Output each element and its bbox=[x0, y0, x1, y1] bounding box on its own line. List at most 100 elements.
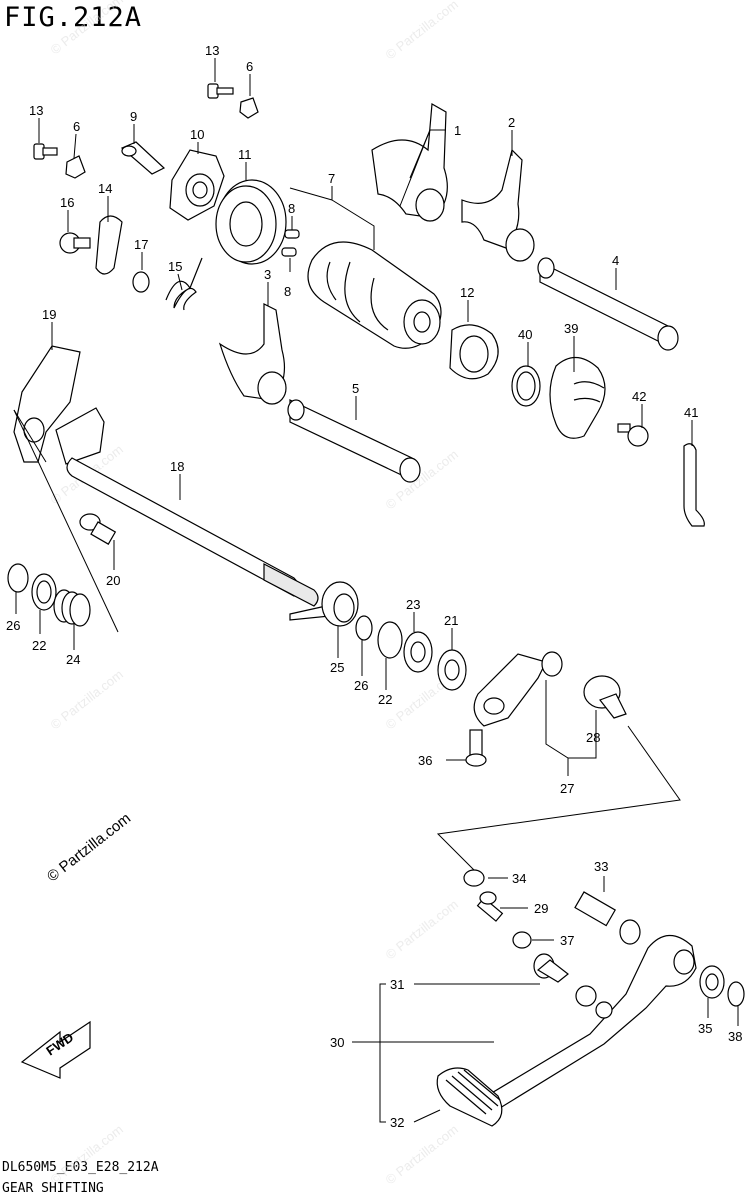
callout-7: 7 bbox=[328, 171, 335, 186]
watermark-ghost: © Partzilla.com bbox=[48, 667, 126, 733]
snapring-26-left bbox=[7, 563, 29, 593]
shift-fork-1 bbox=[371, 103, 448, 222]
callout-20: 20 bbox=[106, 573, 120, 588]
pivot-bolt-33 bbox=[574, 891, 641, 945]
joint-28 bbox=[583, 675, 627, 719]
plate-6-left bbox=[65, 155, 86, 179]
bearing-11 bbox=[215, 179, 287, 265]
watermark-ghost: © Partzilla.com bbox=[48, 1122, 126, 1188]
callout-14: 14 bbox=[98, 181, 112, 196]
bolt-13-left bbox=[33, 143, 58, 160]
callout-22: 22 bbox=[378, 692, 392, 707]
return-spring-25 bbox=[289, 581, 359, 627]
callout-42: 42 bbox=[632, 389, 646, 404]
shift-fork-2 bbox=[461, 148, 535, 262]
callout-24: 24 bbox=[66, 652, 80, 667]
footer-code: DL650M5_E03_E28_212A bbox=[2, 1160, 159, 1175]
callout-21: 21 bbox=[444, 613, 458, 628]
washer-22-left-inner bbox=[36, 580, 52, 604]
callout-1: 1 bbox=[454, 123, 461, 138]
link-rod-27 bbox=[473, 651, 563, 727]
callout-30: 30 bbox=[330, 1035, 344, 1050]
spring-15 bbox=[165, 257, 203, 311]
callout-32: 32 bbox=[390, 1115, 404, 1130]
pin-9 bbox=[120, 141, 166, 175]
callout-26: 26 bbox=[6, 618, 20, 633]
washer-21-inner bbox=[444, 659, 460, 681]
callout-27: 27 bbox=[560, 781, 574, 796]
fwd-arrow-icon: FWD bbox=[20, 1020, 91, 1079]
callout-11: 11 bbox=[238, 147, 252, 162]
callout-35: 35 bbox=[698, 1021, 712, 1036]
fork-shaft-4 bbox=[537, 257, 679, 351]
callout-13: 13 bbox=[205, 43, 219, 58]
shift-arm-19 bbox=[13, 345, 105, 465]
callout-26: 26 bbox=[354, 678, 368, 693]
callout-40: 40 bbox=[518, 327, 532, 342]
watermark-ghost: © Partzilla.com bbox=[383, 0, 461, 62]
watermark-ghost: © Partzilla.com bbox=[383, 897, 461, 963]
bearing-23 bbox=[403, 631, 433, 673]
washer-22 bbox=[377, 621, 403, 659]
shift-shaft-18 bbox=[66, 457, 319, 607]
callout-2: 2 bbox=[508, 115, 515, 130]
callout-33: 33 bbox=[594, 859, 608, 874]
callout-10: 10 bbox=[190, 127, 204, 142]
pin-8b bbox=[281, 247, 297, 257]
callout-31: 31 bbox=[390, 977, 404, 992]
bolt-13-top bbox=[207, 83, 234, 99]
callout-8: 8 bbox=[284, 284, 291, 299]
callout-15: 15 bbox=[168, 259, 182, 274]
snapring-38 bbox=[727, 981, 745, 1007]
callout-6: 6 bbox=[73, 119, 80, 134]
bolt-36 bbox=[465, 729, 487, 767]
callout-16: 16 bbox=[60, 195, 74, 210]
callout-25: 25 bbox=[330, 660, 344, 675]
bolt-20 bbox=[79, 513, 117, 545]
joint-31 bbox=[533, 953, 597, 1007]
callout-18: 18 bbox=[170, 459, 184, 474]
callout-39: 39 bbox=[564, 321, 578, 336]
callout-17: 17 bbox=[134, 237, 148, 252]
washer-17 bbox=[132, 271, 150, 293]
bolt-16 bbox=[59, 232, 91, 254]
callout-36: 36 bbox=[418, 753, 432, 768]
snapring-26 bbox=[355, 615, 373, 641]
shift-drum-7 bbox=[307, 241, 442, 349]
spring-24 bbox=[53, 589, 91, 627]
bolt-42 bbox=[617, 423, 649, 447]
callout-28: 28 bbox=[586, 730, 600, 745]
callout-3: 3 bbox=[264, 267, 271, 282]
plate-6-top bbox=[239, 97, 259, 119]
link-14 bbox=[95, 215, 123, 275]
callout-8: 8 bbox=[288, 201, 295, 216]
nut-34 bbox=[463, 869, 485, 887]
clip-41 bbox=[683, 443, 705, 527]
pin-8a bbox=[284, 229, 300, 239]
figure-title: FIG.212A bbox=[4, 2, 143, 33]
shift-fork-3 bbox=[218, 303, 287, 405]
callout-12: 12 bbox=[460, 285, 474, 300]
callout-5: 5 bbox=[352, 381, 359, 396]
callout-38: 38 bbox=[728, 1029, 742, 1044]
callout-37: 37 bbox=[560, 933, 574, 948]
callout-9: 9 bbox=[130, 109, 137, 124]
bolt-29 bbox=[476, 891, 504, 922]
footer-name: GEAR SHIFTING bbox=[2, 1181, 104, 1196]
callout-22: 22 bbox=[32, 638, 46, 653]
bearing-12 bbox=[449, 324, 499, 380]
callout-19: 19 bbox=[42, 307, 56, 322]
shift-pedal-rubber-32 bbox=[436, 1067, 503, 1127]
callout-4: 4 bbox=[612, 253, 619, 268]
shift-lever-30 bbox=[478, 934, 697, 1109]
callout-34: 34 bbox=[512, 871, 526, 886]
callout-13: 13 bbox=[29, 103, 43, 118]
watermark-ghost: © Partzilla.com bbox=[48, 0, 126, 57]
oring-40-inner bbox=[516, 371, 536, 401]
cam-plate-10 bbox=[169, 149, 225, 221]
clamp-39 bbox=[549, 356, 606, 439]
fork-shaft-5 bbox=[287, 399, 421, 483]
nut-37 bbox=[512, 931, 532, 949]
